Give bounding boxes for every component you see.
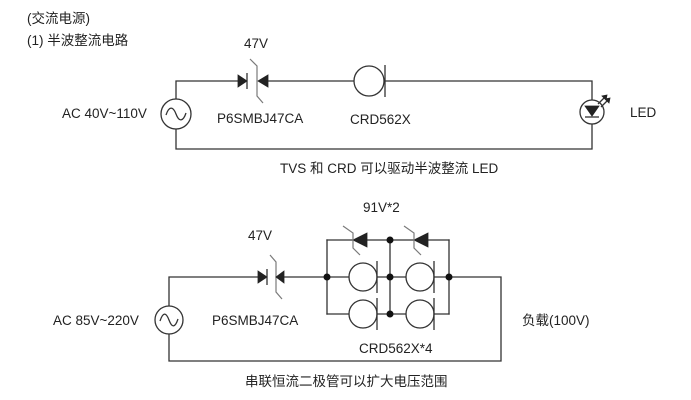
crd-diode-icon	[405, 261, 435, 293]
tvs-voltage-label: 47V	[244, 36, 268, 51]
crd-diode-icon	[348, 261, 378, 293]
ac-source-icon	[154, 305, 184, 335]
tvs-voltage-label: 47V	[248, 228, 272, 243]
wire	[384, 80, 593, 101]
section-title: (交流电源)	[27, 10, 90, 26]
wire	[175, 123, 593, 150]
junction-dot	[323, 273, 331, 281]
wire	[168, 276, 259, 307]
ac-source-icon	[160, 98, 192, 130]
zener-diode-icon	[403, 225, 429, 256]
tvs-part-label: P6SMBJ47CA	[212, 313, 298, 328]
crd-diode-icon	[353, 65, 386, 97]
circuit-caption: TVS 和 CRD 可以驱动半波整流 LED	[280, 161, 499, 176]
series-crd-circuit: AC 85V~220V 47V P6SMBJ47CA 91V*2	[53, 200, 590, 389]
half-wave-circuit: AC 40V~110V 47V P6SMBJ47CA CRD562X LED T	[62, 36, 657, 176]
wire	[168, 276, 502, 362]
tvs-part-label: P6SMBJ47CA	[217, 111, 303, 126]
crd-part-label: CRD562X	[350, 112, 411, 127]
source-label: AC 85V~220V	[53, 313, 139, 328]
load-label: 负载(100V)	[522, 313, 590, 328]
crd-diode-icon	[405, 298, 435, 330]
source-label: AC 40V~110V	[62, 106, 147, 121]
led-icon	[579, 94, 611, 125]
junction-dot	[445, 273, 453, 281]
zener-diode-icon	[342, 225, 368, 256]
junction-dot	[386, 310, 394, 318]
junction-dot	[386, 273, 394, 281]
load-label: LED	[630, 105, 657, 120]
subsection-title: (1) 半波整流电路	[27, 33, 129, 48]
crd-part-label: CRD562X*4	[359, 341, 433, 356]
bidirectional-tvs-icon	[257, 254, 285, 300]
junction-dot	[386, 236, 394, 244]
bidirectional-tvs-icon	[237, 58, 269, 104]
crd-diode-icon	[348, 298, 378, 330]
circuit-caption: 串联恒流二极管可以扩大电压范围	[245, 374, 448, 389]
zener-voltage-label: 91V*2	[363, 200, 400, 215]
wire	[175, 80, 239, 100]
